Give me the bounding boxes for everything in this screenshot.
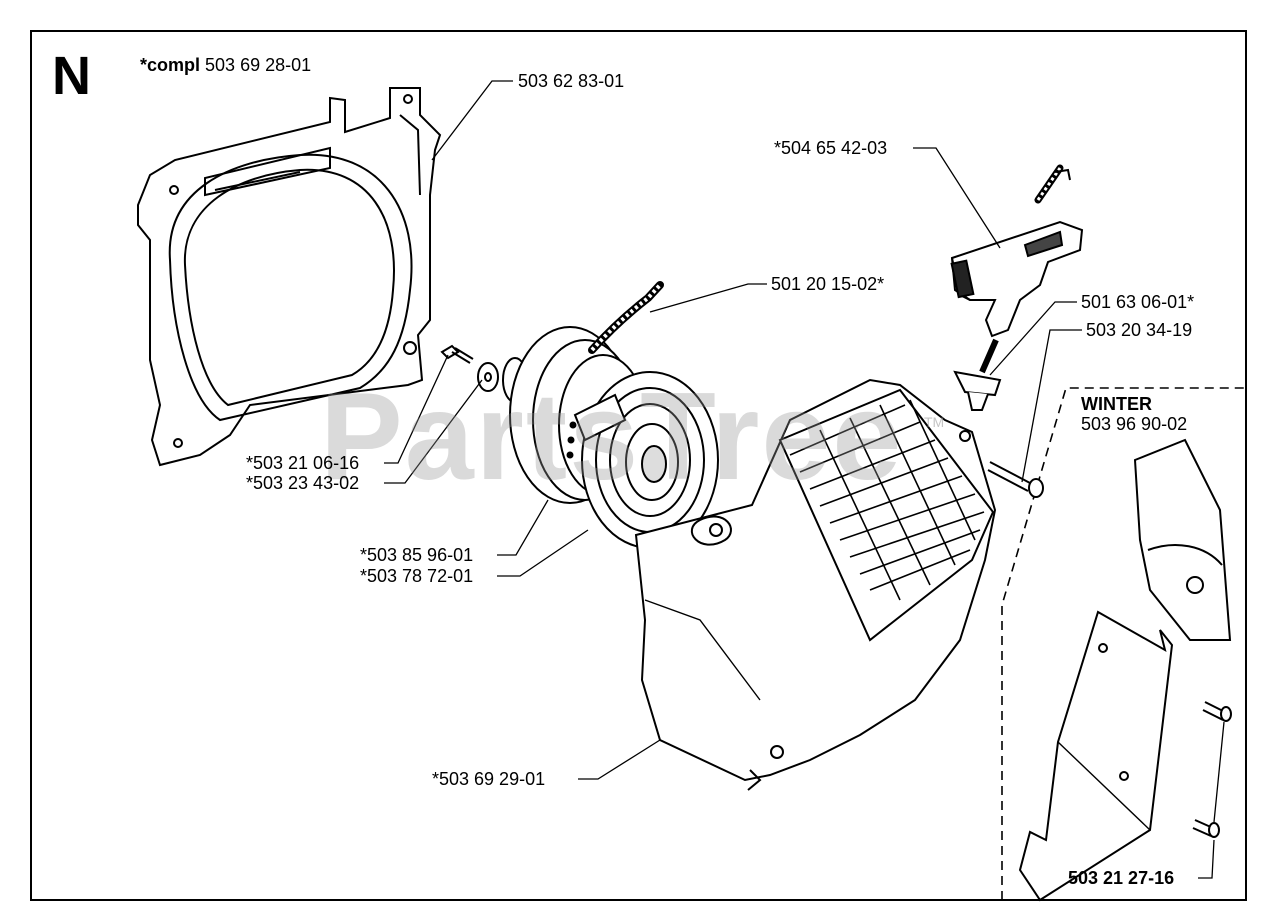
- callout-fan-housing[interactable]: 503 62 83-01: [518, 71, 625, 91]
- winter-kit-title: WINTER: [1081, 394, 1152, 414]
- handle-shape: [950, 164, 1084, 338]
- callout-handle[interactable]: *504 65 42-03: [774, 138, 888, 158]
- rope-pattern: [590, 283, 662, 352]
- winter-plate-shape: [1018, 610, 1174, 902]
- section-letter: N: [52, 46, 91, 106]
- watermark: PartsTree: [320, 368, 904, 506]
- washer-shape: [477, 362, 499, 392]
- assembly-prefix: *compl: [140, 55, 201, 75]
- callout-cover-screw[interactable]: 503 20 34-19: [1086, 320, 1193, 340]
- callout-spring[interactable]: *503 78 72-01: [360, 566, 474, 586]
- rope-segment-shape: [979, 338, 999, 374]
- callout-pulley[interactable]: *503 85 96-01: [360, 545, 474, 565]
- callout-winter-screw[interactable]: 503 21 27-16: [1068, 868, 1175, 888]
- leader-spring: [497, 529, 589, 577]
- callout-starter-cover[interactable]: *503 69 29-01: [432, 769, 546, 789]
- winter-cover-shape: [1133, 438, 1232, 641]
- callout-rope-guide[interactable]: 501 63 06-01*: [1081, 292, 1195, 312]
- leader-starter-cover: [578, 739, 661, 780]
- assembly-number: 503 69 28-01: [205, 55, 312, 75]
- rope-guide-shape: [953, 370, 1002, 411]
- assembly-label: *compl 503 69 28-01: [140, 55, 311, 75]
- spring-shape: [573, 371, 719, 549]
- diagram-frame: [30, 30, 1247, 901]
- cover-screw-shape: [987, 461, 1044, 498]
- leader-washer: [384, 379, 483, 484]
- callout-rope[interactable]: 501 20 15-02*: [771, 274, 885, 294]
- starter-cover-shape: [634, 378, 997, 791]
- leader-rope: [649, 283, 767, 313]
- leader-pulley: [497, 499, 549, 556]
- winter-kit-number[interactable]: 503 96 90-02: [1081, 414, 1188, 434]
- leader-rope-guide: [989, 301, 1077, 376]
- leader-lines: [384, 80, 1225, 879]
- fan-housing-shape: [137, 87, 442, 467]
- leader-handle: [913, 147, 1001, 249]
- winter-screw-shape: [1192, 701, 1232, 838]
- leader-pulley-screw: [384, 354, 449, 464]
- callout-washer[interactable]: *503 23 43-02: [246, 473, 360, 493]
- leader-cover-screw: [1021, 329, 1082, 483]
- callout-pulley-screw[interactable]: *503 21 06-16: [246, 453, 360, 473]
- leader-winter-screw: [1198, 721, 1225, 879]
- pulley-screw-shape: [440, 344, 474, 364]
- watermark-trademark: TM: [924, 414, 945, 430]
- leader-fan-housing: [431, 80, 513, 161]
